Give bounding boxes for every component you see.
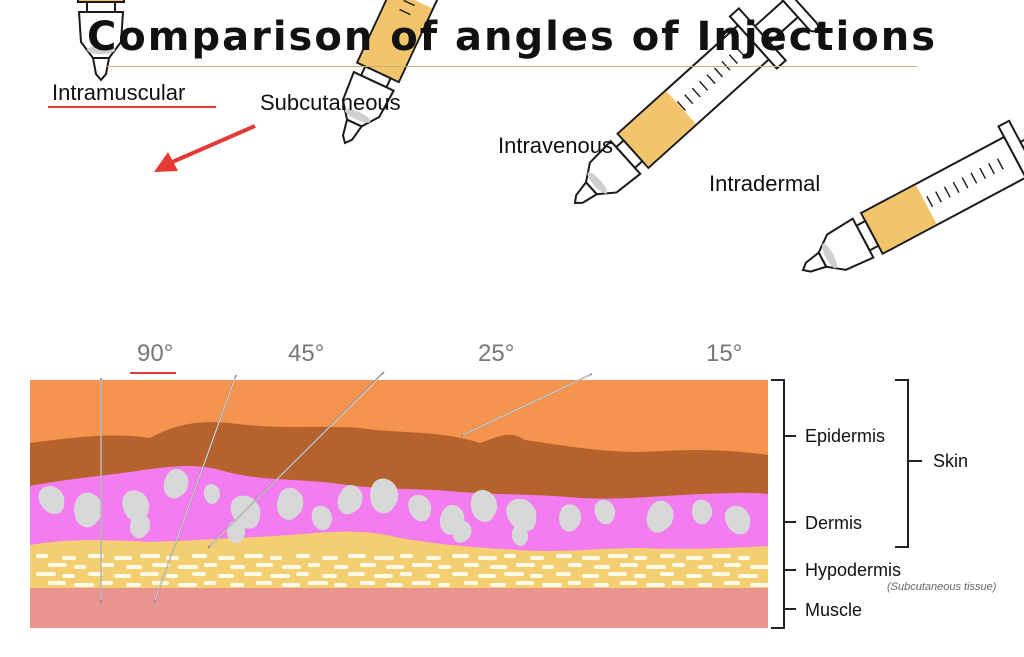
layer-brackets xyxy=(771,379,922,629)
angle-intradermal: 15° xyxy=(706,340,743,367)
label-intramuscular: Intramuscular xyxy=(52,80,186,105)
dermis-cells xyxy=(38,468,751,546)
angle-underline xyxy=(130,372,176,374)
label-epidermis: Epidermis xyxy=(805,426,886,446)
label-dermis: Dermis xyxy=(805,513,862,533)
muscle-layer xyxy=(30,588,768,628)
page-title: Comparison of angles of Injections xyxy=(86,14,938,60)
label-subcutaneous: Subcutaneous xyxy=(260,90,401,115)
syringe-icon xyxy=(77,0,125,82)
label-intravenous: Intravenous xyxy=(498,133,613,158)
angle-subcutaneous: 45° xyxy=(288,340,325,367)
label-muscle: Muscle xyxy=(805,600,863,620)
skin-cross-section xyxy=(30,380,769,628)
label-intradermal: Intradermal xyxy=(709,171,821,196)
angle-intramuscular: 90° xyxy=(137,340,174,367)
arrow-icon xyxy=(154,124,256,172)
hypodermis-fat-dashes xyxy=(36,554,769,587)
intramuscular-underline xyxy=(48,106,216,108)
syringe-icon xyxy=(573,0,819,205)
angle-intravenous: 25° xyxy=(478,340,515,367)
syringe-icon xyxy=(341,0,469,145)
syringe-icon xyxy=(801,119,1024,273)
title-divider xyxy=(107,66,917,67)
label-skin: Skin xyxy=(933,451,969,471)
label-hypodermis: Hypodermis xyxy=(805,560,902,580)
label-hypodermis-note: (Subcutaneous tissue) xyxy=(887,581,997,593)
